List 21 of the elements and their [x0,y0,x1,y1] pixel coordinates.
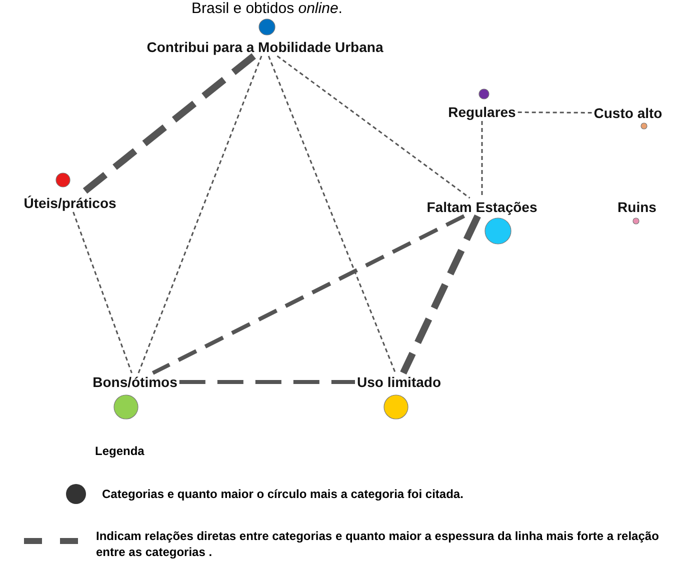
relation-line [276,55,470,199]
legend-heading: Legenda [95,444,144,458]
relation-line [268,56,396,374]
category-label: Uso limitado [355,373,443,391]
category-label: Úteis/práticos [22,194,118,212]
title: Brasil e obtidos online. [190,0,344,17]
relation-line [518,112,592,114]
category-label: Faltam Estações [424,198,540,216]
relation-line [138,56,262,374]
relation-line [72,212,132,374]
category-label: Custo alto [592,104,664,122]
category-label: Regulares [446,103,518,121]
relation-line [152,214,466,375]
category-label: Bons/ótimos [90,373,180,391]
relation-line [400,214,481,374]
relation-line [179,380,355,384]
category-label: Ruins [616,198,658,216]
legend-text: Categorias e quanto maior o círculo mais a categoria foi citada. [102,486,464,502]
category-label: Contribui para a Mobilidade Urbana [144,38,386,56]
legend-text: Indicam relações diretas entre categorias e quanto maior a espessura da linha mais forte a relação entre as categorias . [96,528,660,560]
relation-line [481,121,483,198]
